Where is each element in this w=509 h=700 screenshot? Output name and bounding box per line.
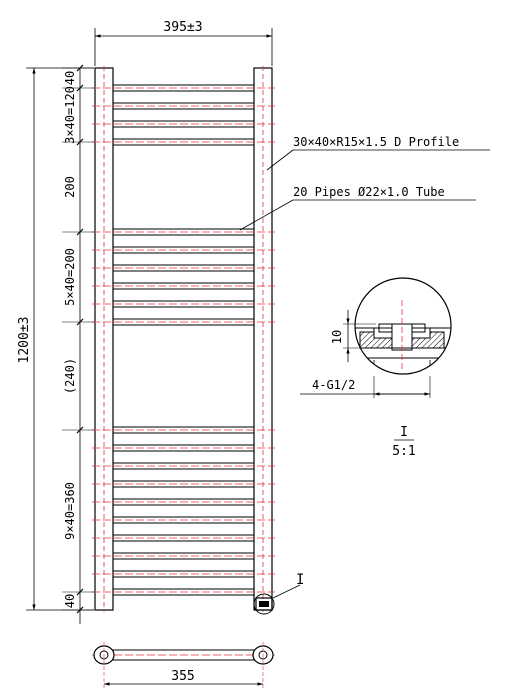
group-bottom-label: 9×40=360: [63, 482, 77, 540]
detail-height-label: 10: [330, 330, 344, 344]
overall-width-label: 395±3: [163, 20, 202, 35]
group-top-label: 3×40=120: [63, 86, 77, 144]
profile-callout: 30×40×R15×1.5 D Profile: [293, 135, 459, 149]
pipes-leader: [239, 199, 476, 231]
group-middle-label: 5×40=200: [63, 248, 77, 306]
thread-label: 4-G1/2: [312, 378, 355, 392]
right-upright: [253, 66, 273, 612]
gap-top-label: 200: [63, 176, 77, 198]
scale-detail-label: I: [400, 425, 408, 440]
bottom-valve: [253, 584, 301, 615]
scale-ratio-label: 5:1: [392, 444, 415, 459]
pipe-rails: [92, 84, 275, 596]
pipes-callout: 20 Pipes Ø22×1.0 Tube: [293, 185, 445, 199]
top-offset-label: 40: [63, 71, 77, 85]
center-distance-label: 355: [171, 669, 194, 684]
gap-middle-label: (240): [63, 358, 77, 394]
left-upright: [94, 66, 114, 612]
overall-height-label: 1200±3: [17, 317, 32, 364]
bottom-offset-label: 40: [63, 594, 77, 608]
detail-view: [300, 277, 452, 398]
profile-leader: [266, 149, 490, 171]
plan-view: [92, 642, 275, 690]
detail-marker-label: I: [296, 572, 304, 588]
height-dimension: [26, 67, 94, 611]
width-dimension: [94, 28, 273, 66]
chain-dimension: [62, 64, 94, 624]
